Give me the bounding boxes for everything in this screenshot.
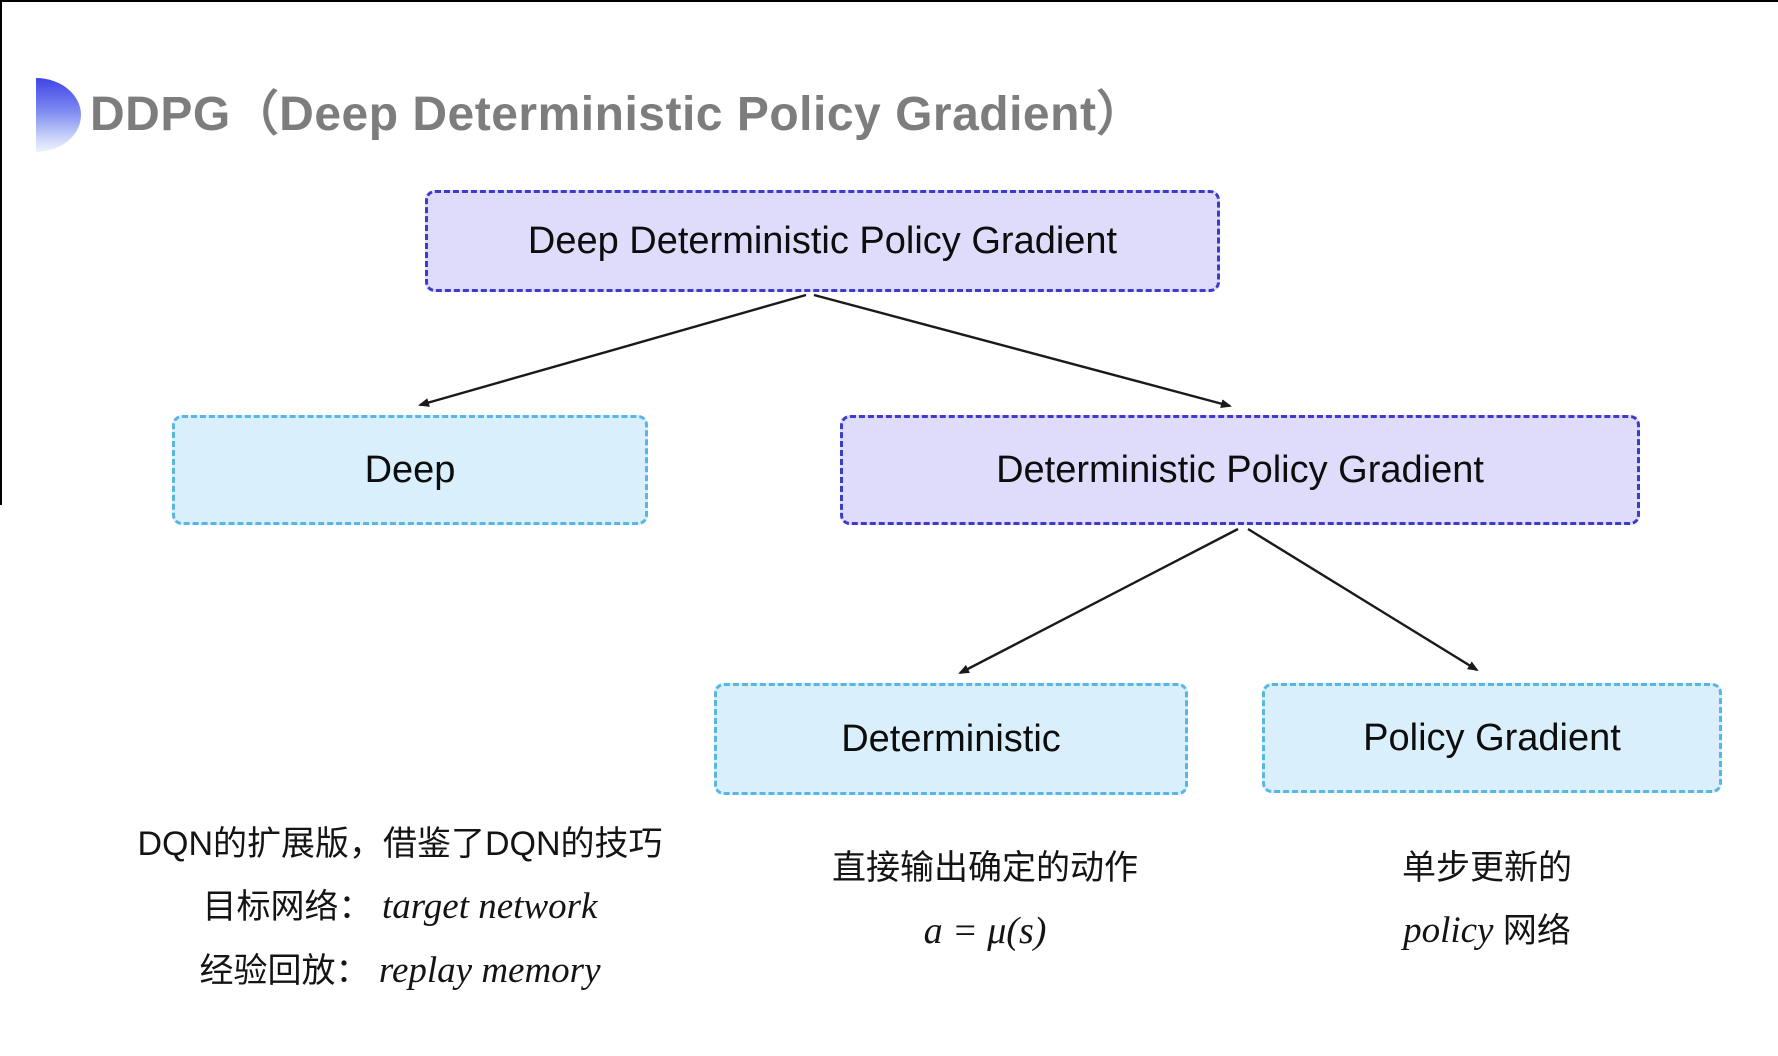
- tree-node-label: Deep Deterministic Policy Gradient: [527, 219, 1118, 262]
- slide-title: DDPG（Deep Deterministic Policy Gradient）: [90, 88, 1145, 141]
- tree-node-deep: Deep: [172, 415, 648, 525]
- tree-node-ddpg: Deep Deterministic Policy Gradient: [425, 190, 1220, 292]
- tree-node-deterministic: Deterministic: [714, 683, 1188, 795]
- annotation-line: 单步更新的: [1402, 849, 1572, 887]
- annotation-line: 目标网络： target network: [202, 885, 598, 927]
- arrow-ddpg-to-dpg: [813, 293, 1232, 409]
- annotation-policy-gradient-notes: 单步更新的 policy 网络: [1267, 846, 1707, 970]
- annotation-deterministic-notes: 直接输出确定的动作 a = μ(s): [765, 846, 1205, 971]
- annotation-line: policy 网络: [1403, 909, 1571, 951]
- annotation-line: DQN的扩展版，借鉴了DQN的技巧: [137, 825, 663, 863]
- window-top-edge: [0, 0, 1778, 2]
- tree-node-label: Deep: [364, 448, 456, 491]
- tree-node-policy-gradient: Policy Gradient: [1262, 683, 1722, 793]
- target-network-term: target network: [381, 885, 598, 927]
- arrow-ddpg-to-deep: [418, 293, 807, 407]
- replay-memory-term: replay memory: [378, 949, 601, 991]
- annotation-line: 经验回放： replay memory: [199, 949, 601, 991]
- title-bullet-icon: [36, 78, 81, 152]
- annotation-line: 直接输出确定的动作: [832, 849, 1138, 887]
- tree-node-deterministic-policy-gradient: Deterministic Policy Gradient: [840, 415, 1640, 525]
- policy-term: policy: [1403, 909, 1494, 951]
- tree-node-label: Deterministic: [841, 717, 1061, 760]
- annotation-formula: a = μ(s): [923, 909, 1047, 952]
- arrow-dpg-to-policy-gradient: [1247, 527, 1479, 672]
- annotation-deep-notes: DQN的扩展版，借鉴了DQN的技巧 目标网络： target network 经…: [130, 822, 670, 1010]
- tree-node-label: Policy Gradient: [1363, 716, 1621, 759]
- window-left-edge: [0, 0, 2, 505]
- arrow-dpg-to-deterministic: [958, 527, 1239, 675]
- tree-node-label: Deterministic Policy Gradient: [996, 448, 1484, 491]
